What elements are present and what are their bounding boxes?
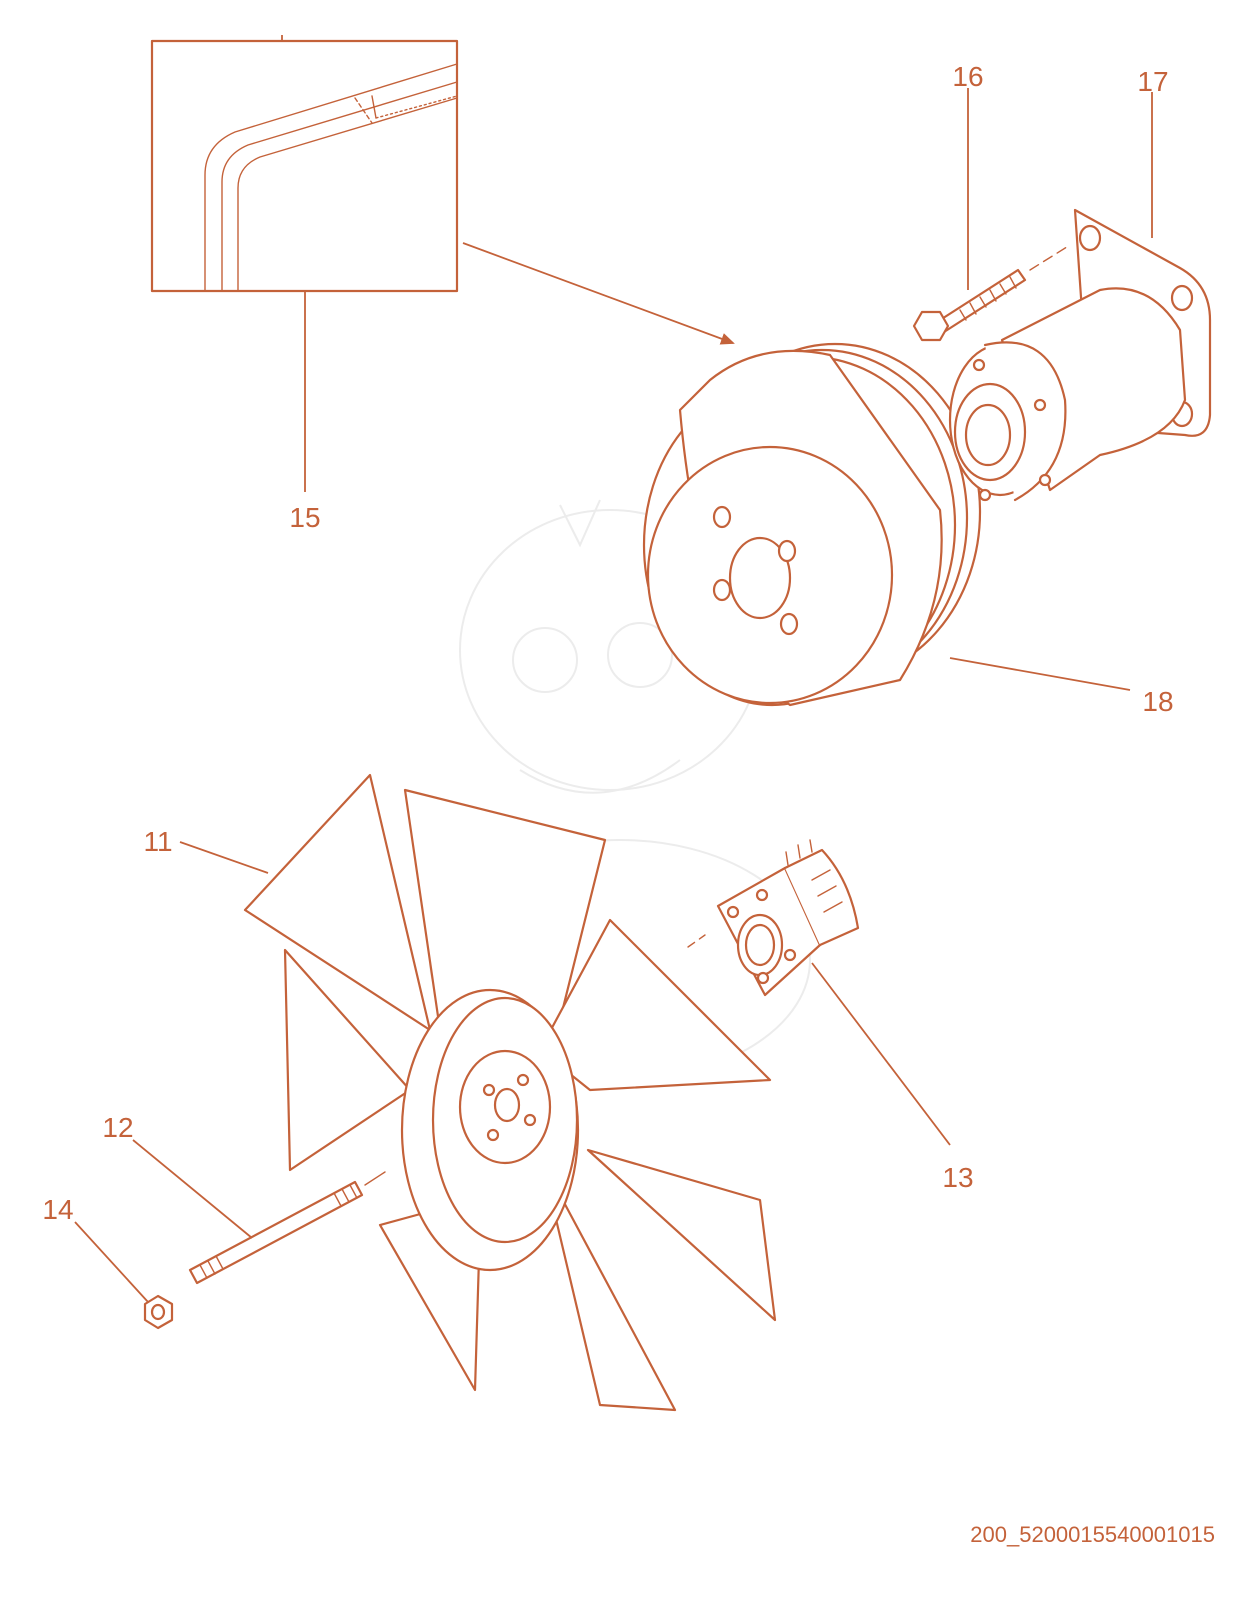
part-11-fan xyxy=(243,773,777,1412)
callout-17: 17 xyxy=(1137,66,1168,97)
callout-14: 14 xyxy=(42,1194,73,1225)
callout-18: 18 xyxy=(1142,686,1173,717)
callout-13: 13 xyxy=(942,1162,973,1193)
callouts: 16 17 15 18 11 12 14 13 xyxy=(42,61,1173,1225)
reference-code: 200_5200015540001015 xyxy=(970,1522,1215,1547)
callout-11: 11 xyxy=(143,826,172,857)
part-17-water-pump xyxy=(948,208,1212,502)
part-14-nut xyxy=(143,1294,174,1330)
callout-12: 12 xyxy=(102,1112,133,1143)
part-13-spacer xyxy=(687,839,860,997)
part-16-bolt xyxy=(912,244,1071,342)
callout-15: 15 xyxy=(289,502,320,533)
part-12-stud xyxy=(188,1171,386,1285)
callout-16: 16 xyxy=(952,61,983,92)
leader-lines xyxy=(74,88,1153,1303)
part-15-detail-inset xyxy=(150,35,459,293)
part-18-pulley xyxy=(642,342,982,707)
